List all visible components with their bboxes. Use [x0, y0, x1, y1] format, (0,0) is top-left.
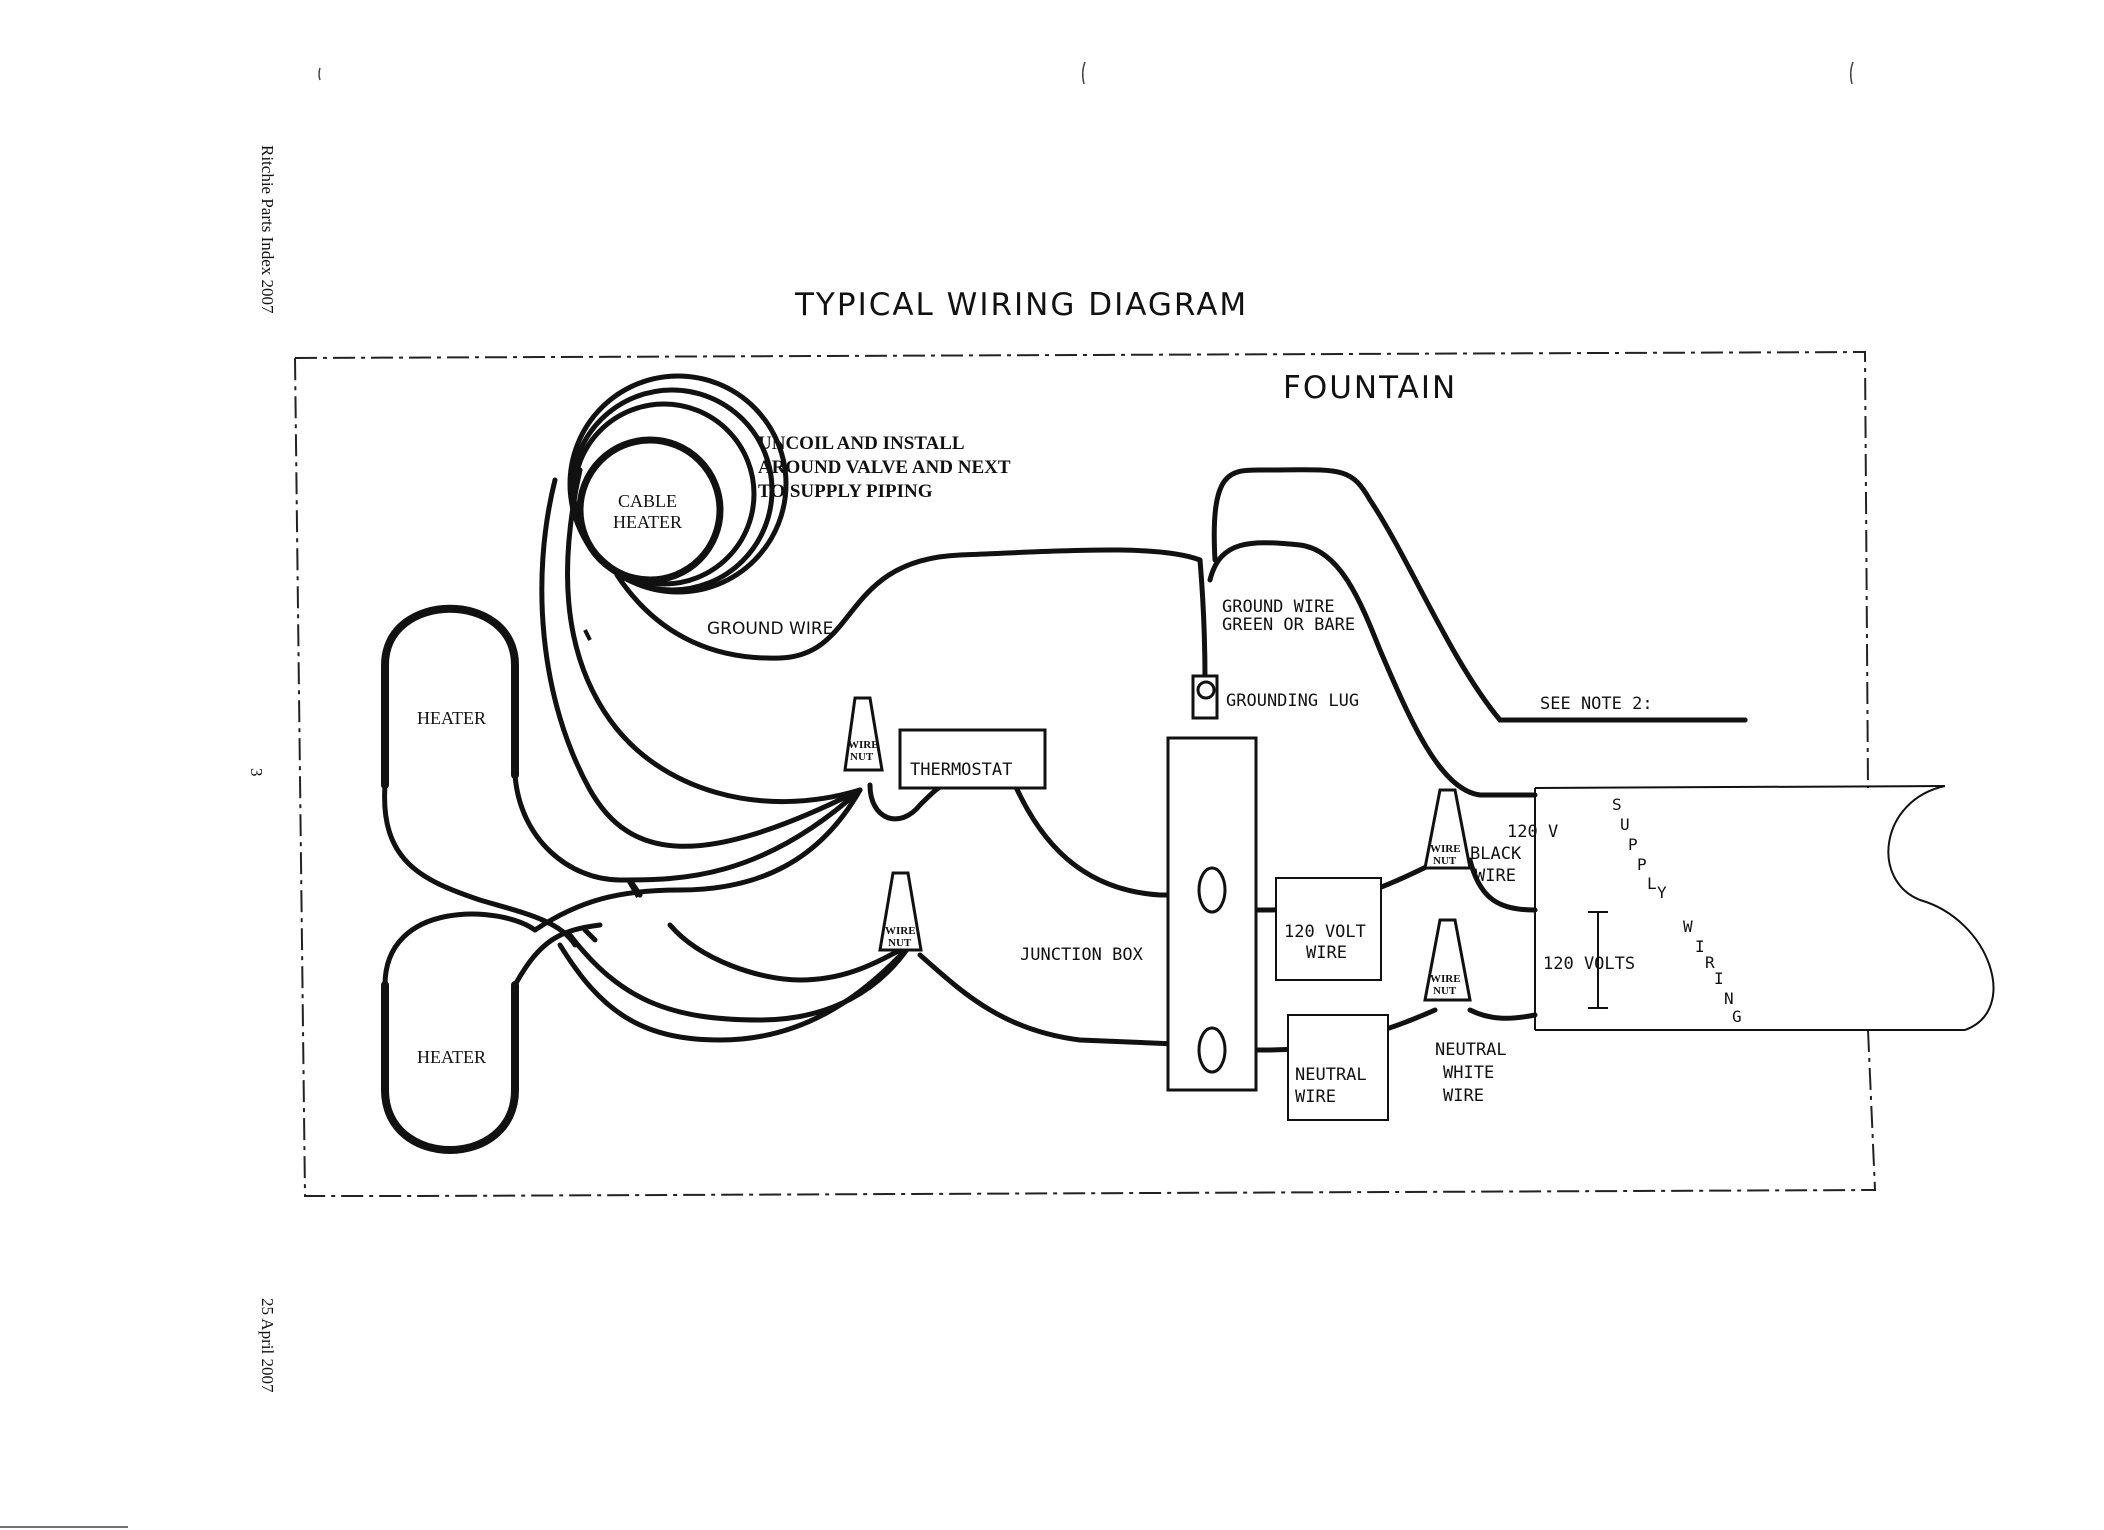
supply-conduit — [1534, 785, 1995, 1031]
cable-heater-label-2: HEATER — [613, 512, 682, 532]
install-note-line-1: UNCOIL AND INSTALL — [758, 433, 965, 454]
junction-box — [1166, 736, 1258, 1092]
crossing-marks — [583, 629, 640, 899]
supply-letter-3: P — [1628, 835, 1638, 854]
neutral-wire-label-2: WIRE — [1295, 1087, 1336, 1107]
supply-letter-10: I — [1714, 969, 1724, 988]
diagram-title: TYPICAL WIRING DIAGRAM — [794, 287, 1248, 323]
supply-wiring-label: S U P P L Y W I R I N G — [1612, 795, 1742, 1026]
supply-letter-4: P — [1637, 855, 1647, 874]
cable-heater-coil — [567, 373, 789, 595]
wire-nut-4-label-2: NUT — [1433, 985, 1457, 997]
volts-label: 120 VOLTS — [1543, 954, 1635, 974]
junction-box-label: JUNCTION BOX — [1020, 945, 1144, 965]
neutral-white-label-2: WHITE — [1443, 1063, 1494, 1083]
wire-nut-1-label-1: WIRE — [848, 739, 879, 751]
wire-nut-2: WIRE NUT — [878, 871, 923, 952]
ground-wire-green-line-1: GROUND WIRE — [1222, 597, 1335, 617]
ground-wire-label: GROUND WIRE — [707, 619, 833, 639]
heater-bottom-label: HEATER — [417, 1047, 486, 1067]
supply-letter-2: U — [1620, 815, 1630, 834]
supply-letter-6: Y — [1657, 883, 1667, 902]
volt-wire-label-1: 120 VOLT — [1284, 922, 1366, 942]
heater-top-label: HEATER — [417, 708, 486, 728]
margin-date: 25 April 2007 — [258, 1298, 277, 1393]
scan-marks — [0, 61, 1854, 1528]
supply-letter-12: G — [1732, 1007, 1742, 1026]
black-wire-label-3: WIRE — [1475, 866, 1516, 886]
wire-nut-3-label-2: NUT — [1433, 855, 1457, 867]
wire-nut-1-label-2: NUT — [850, 751, 874, 763]
supply-letter-9: R — [1705, 953, 1715, 972]
neutral-white-label-3: WIRE — [1443, 1086, 1484, 1106]
wire-nut-3: WIRE NUT — [1423, 788, 1472, 870]
wire-nut-1: WIRE NUT — [843, 696, 884, 772]
grounding-lug-label: GROUNDING LUG — [1226, 691, 1359, 711]
cable-heater-label-1: CABLE — [618, 491, 677, 511]
wires — [381, 467, 1748, 1154]
margin-document-title: Ritchie Parts Index 2007 — [258, 145, 277, 314]
margin-page-number: 3 — [247, 768, 266, 777]
black-wire-label-2: BLACK — [1470, 844, 1522, 864]
volts-dimension — [1588, 911, 1608, 1009]
install-note-line-3: TO SUPPLY PIPING — [758, 481, 933, 502]
ground-wire-green-line-2: GREEN OR BARE — [1222, 615, 1355, 635]
supply-letter-1: S — [1612, 795, 1622, 814]
see-note-label: SEE NOTE 2: — [1540, 694, 1653, 714]
wire-nut-2-label-1: WIRE — [885, 925, 916, 937]
wire-nut-4: WIRE NUT — [1423, 918, 1472, 1002]
fountain-boundary — [294, 350, 1877, 1197]
thermostat-box — [898, 728, 1047, 790]
wire-nut-3-label-1: WIRE — [1430, 843, 1461, 855]
wire-nut-2-label-2: NUT — [888, 937, 912, 949]
neutral-wire-box — [1287, 1014, 1389, 1121]
supply-letter-5: L — [1647, 874, 1657, 893]
supply-letter-11: N — [1724, 989, 1734, 1008]
neutral-wire-label-1: NEUTRAL — [1295, 1065, 1367, 1085]
neutral-white-label-1: NEUTRAL — [1435, 1040, 1507, 1060]
supply-letter-7: W — [1683, 917, 1693, 936]
install-note-line-2: AROUND VALVE AND NEXT — [758, 457, 1011, 478]
volt-wire-box — [1275, 877, 1382, 981]
volt-wire-label-2: WIRE — [1306, 943, 1347, 963]
supply-letter-8: I — [1695, 937, 1705, 956]
thermostat-label: THERMOSTAT — [910, 760, 1012, 780]
black-wire-label-1: 120 V — [1507, 822, 1558, 842]
fountain-label: FOUNTAIN — [1283, 370, 1457, 406]
wire-nut-4-label-1: WIRE — [1430, 973, 1461, 985]
